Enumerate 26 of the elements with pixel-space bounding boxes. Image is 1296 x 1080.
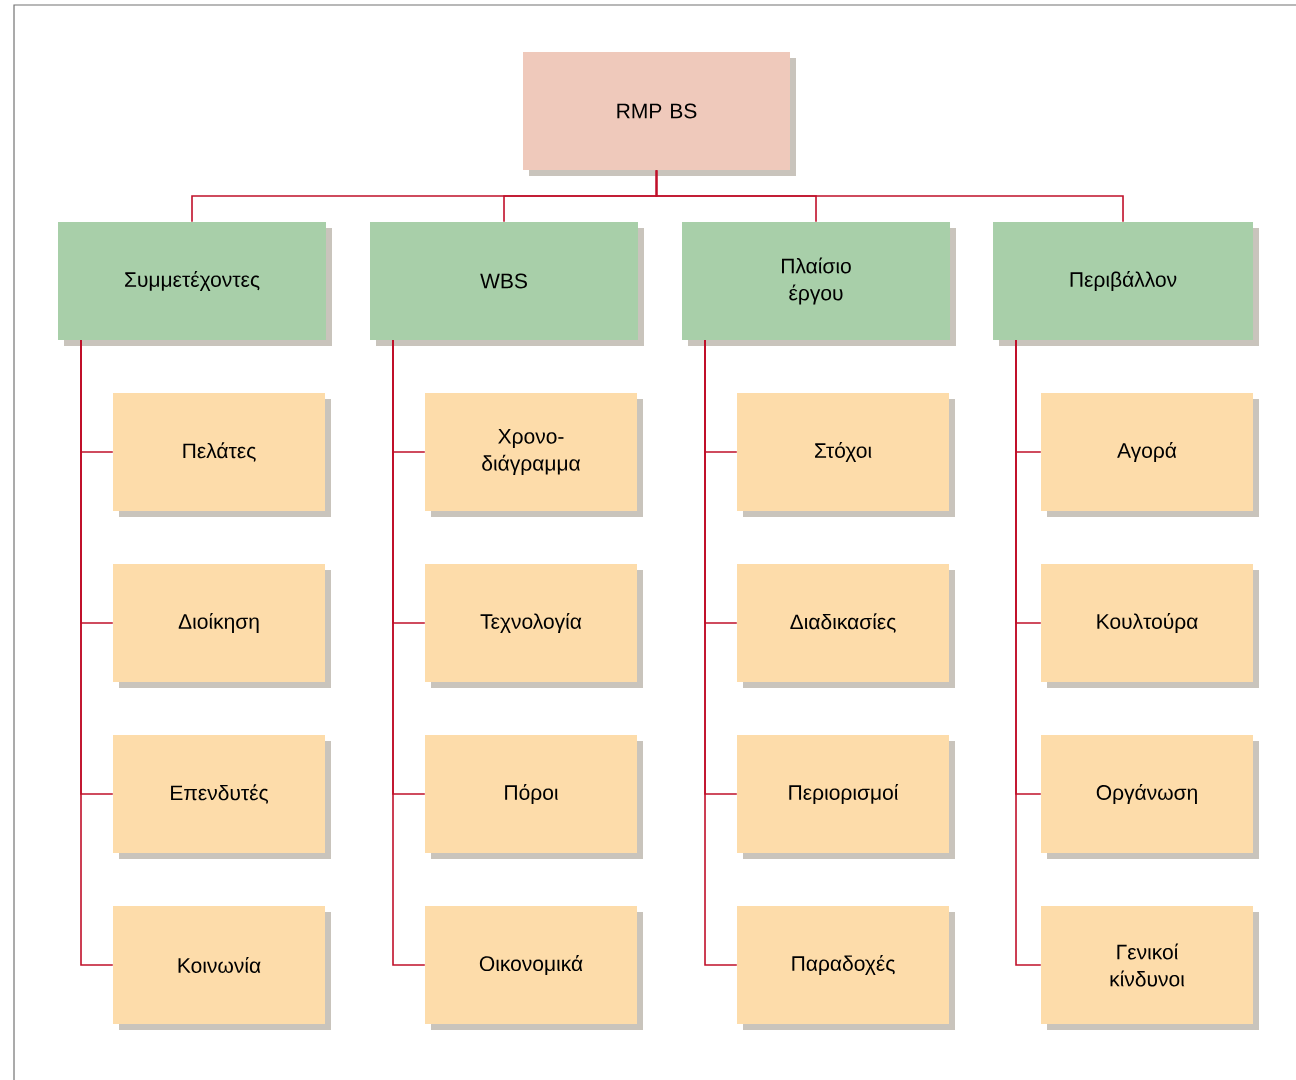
risk-box: Γενικοί κίνδυνοι (1041, 906, 1259, 1030)
risk-box: Στόχοι (737, 393, 955, 517)
risk-box: Κοινωνία (113, 906, 331, 1030)
risk-box: Χρονο-διάγραμμα (425, 393, 643, 517)
category-box: Συμμετέχοντες (58, 222, 332, 346)
connector-line (655, 169, 1124, 223)
risk-box: Αγορά (1041, 393, 1259, 517)
connector-line (704, 339, 738, 966)
connector-line (1015, 339, 1042, 966)
risk-box: Τεχνολογία (425, 564, 643, 688)
risk-box: Οργάνωση (1041, 735, 1259, 859)
connector-line (80, 339, 114, 966)
risk-box: Πόροι (425, 735, 643, 859)
connector-line (392, 339, 426, 966)
risk-box: Διοίκηση (113, 564, 331, 688)
risk-box: Παραδοχές (737, 906, 955, 1030)
risk-box: Διαδικασίες (737, 564, 955, 688)
risk-box: Περιορισμοί (737, 735, 955, 859)
risk-box: Επενδυτές (113, 735, 331, 859)
risk-box: Κουλτούρα (1041, 564, 1259, 688)
risk-box: Οικονομικά (425, 906, 643, 1030)
root-box: RMP BS (523, 52, 796, 176)
category-box: Περιβάλλον (993, 222, 1259, 346)
category-box: WBS (370, 222, 644, 346)
risk-box: Πελάτες (113, 393, 331, 517)
category-box: Πλαίσιο έργου (682, 222, 956, 346)
